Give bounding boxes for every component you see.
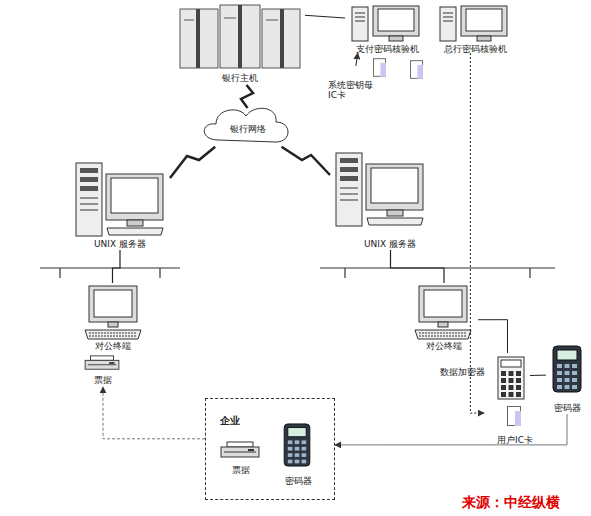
node-label: 支付密码核验机 bbox=[345, 44, 430, 54]
cipher-node: 密码器 bbox=[546, 342, 588, 414]
node-label: 票据 bbox=[78, 375, 128, 385]
printer bbox=[85, 356, 119, 369]
node-label: 银行主机 bbox=[175, 73, 305, 83]
terminal-computer bbox=[415, 286, 471, 339]
server-computer bbox=[336, 153, 423, 226]
cipher-device bbox=[553, 346, 581, 392]
connector bbox=[305, 15, 345, 18]
verifier-node: 支付密码核验机 bbox=[345, 3, 430, 53]
terminal-node: 对公终端 bbox=[80, 283, 145, 351]
node-label: 用户IC卡 bbox=[484, 435, 546, 445]
terminal-computer bbox=[85, 286, 141, 339]
node-label: UNIX 服务器 bbox=[340, 239, 440, 249]
server-computer bbox=[76, 163, 163, 236]
connector bbox=[170, 147, 215, 178]
server-node: UNIX 服务器 bbox=[330, 150, 440, 250]
node-label: 总行密码核验机 bbox=[433, 44, 518, 54]
connector bbox=[282, 147, 331, 175]
connector bbox=[103, 387, 205, 439]
node-label: UNIX 服务器 bbox=[70, 239, 170, 249]
encryptor-node: 数据加密器 bbox=[440, 353, 530, 403]
connector bbox=[391, 250, 445, 283]
bank-host-cabinets bbox=[180, 5, 300, 68]
node-label: 系统密钥母 IC卡 bbox=[328, 80, 376, 100]
key-card-node: 系统密钥母 IC卡 bbox=[328, 66, 390, 104]
connector bbox=[356, 53, 358, 66]
source-watermark: 来源：中经纵横 bbox=[462, 494, 560, 512]
network-cloud bbox=[204, 108, 288, 142]
node-label: 密码器 bbox=[276, 476, 321, 486]
connector bbox=[530, 375, 546, 376]
node-label: 对公终端 bbox=[410, 341, 478, 351]
card-node: 用户IC卡 bbox=[484, 403, 546, 449]
connector bbox=[335, 414, 567, 445]
verifier-computer bbox=[440, 6, 507, 41]
host-node: 银行主机 bbox=[175, 3, 305, 85]
encryptor-keypad bbox=[498, 357, 524, 399]
cipher-device bbox=[284, 424, 310, 466]
node-label: 密码器 bbox=[546, 403, 588, 413]
connector bbox=[478, 320, 508, 353]
cipher-node: 密码器 bbox=[276, 424, 321, 489]
node-label: 企业 bbox=[220, 416, 260, 426]
ic-card bbox=[410, 61, 423, 79]
server-node: UNIX 服务器 bbox=[70, 160, 170, 250]
lan-bus bbox=[40, 268, 555, 278]
connector-layer bbox=[103, 15, 567, 445]
printer bbox=[221, 442, 259, 457]
verifier-node: 总行密码核验机 bbox=[433, 3, 518, 53]
enterprise-box: 企业票据密码器 bbox=[205, 398, 335, 500]
connector bbox=[113, 250, 121, 283]
terminal-node: 对公终端 bbox=[410, 283, 478, 351]
node-label: 银行网络 bbox=[205, 124, 290, 134]
connector bbox=[470, 53, 484, 413]
node-label: 对公终端 bbox=[80, 341, 145, 351]
network-cloud-node: 银行网络 bbox=[205, 108, 290, 152]
ic-card bbox=[508, 407, 522, 427]
printer-node: 票据 bbox=[216, 439, 266, 477]
node-label: 数据加密器 bbox=[440, 367, 496, 377]
connector bbox=[241, 85, 253, 108]
printer-node: 票据 bbox=[78, 353, 128, 387]
ic-card bbox=[373, 59, 386, 77]
node-label: 票据 bbox=[216, 465, 266, 475]
verifier-computer bbox=[352, 6, 419, 41]
